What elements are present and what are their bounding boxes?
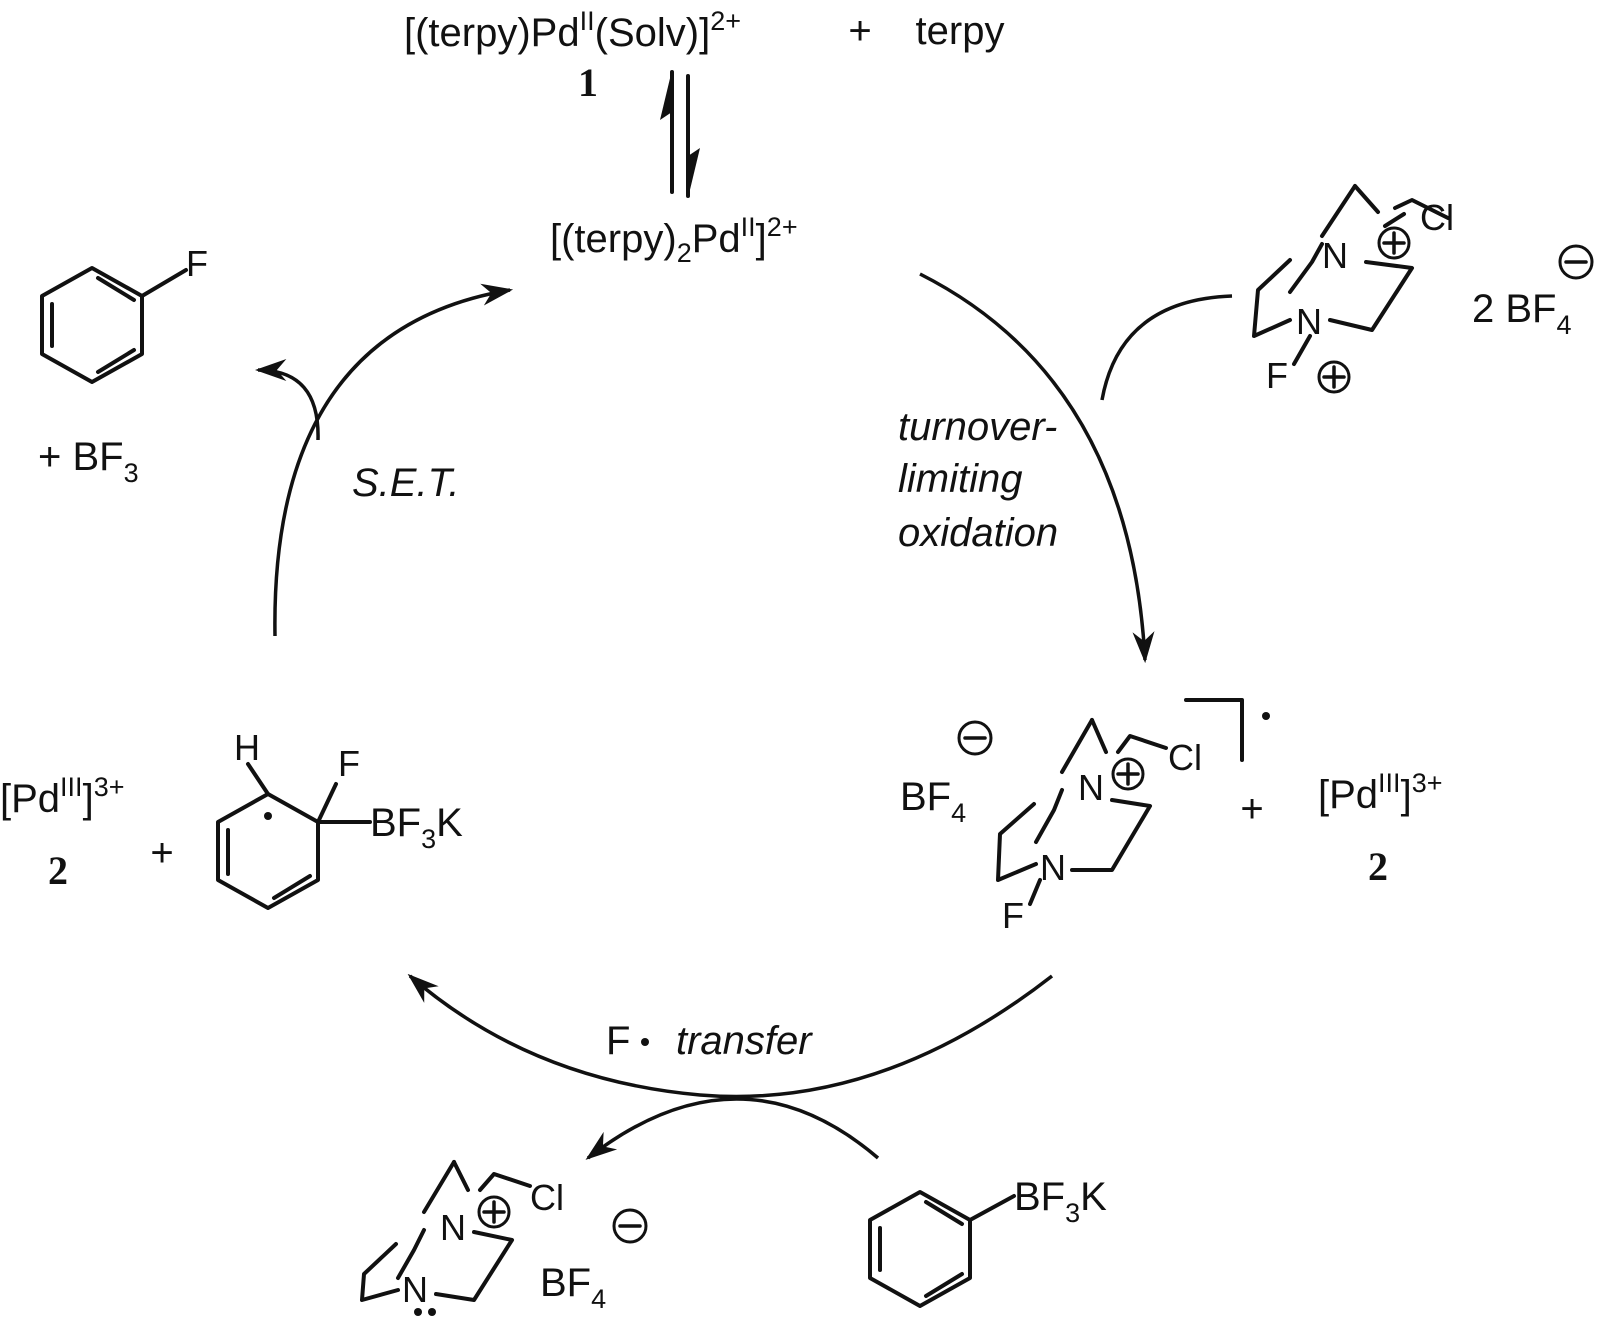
svg-text:F: F [1002, 895, 1024, 936]
compound-number-2-left: 2 [48, 848, 68, 893]
lone-pair-dot [428, 1308, 436, 1316]
svg-text:Cl: Cl [1420, 197, 1454, 238]
cyclohexadienyl-radical-structure: H F BF3K [216, 727, 463, 910]
bf3-byproduct-label: + BF3 [38, 435, 139, 488]
svg-text:[PdIII]3+: [PdIII]3+ [0, 772, 124, 821]
set-step-label: S.E.T. [352, 461, 459, 505]
lone-pair-dot [414, 1308, 422, 1316]
svg-text:F: F [186, 243, 208, 284]
radical-bracket [1184, 698, 1244, 762]
fluorobenzene-release-arc [254, 358, 320, 441]
top-plus: + [848, 9, 871, 53]
free-terpy-label: terpy [916, 9, 1005, 53]
svg-text:turnover-: turnover- [898, 405, 1057, 449]
right-plus: + [1240, 787, 1263, 831]
selectfluor-counterion: 2 BF4 [1472, 244, 1594, 340]
svg-text:Cl: Cl [1168, 737, 1202, 778]
svg-text:Cl: Cl [530, 1177, 564, 1218]
svg-text:oxidation: oxidation [898, 511, 1058, 555]
fluorine-transfer-label: F transfer [606, 1019, 813, 1063]
selectfluor-structure: N N F Cl [1252, 184, 1454, 396]
svg-text:[(terpy)PdII(Solv)]2+: [(terpy)PdII(Solv)]2+ [404, 6, 741, 55]
set-arc [273, 283, 514, 637]
svg-text:2 BF4: 2 BF4 [1472, 287, 1572, 340]
svg-text:N: N [1078, 767, 1104, 808]
pd-iii-label-right: [PdIII]3+ [1318, 768, 1442, 817]
svg-text:BF3K: BF3K [1014, 1175, 1107, 1228]
svg-text:+ BF3: + BF3 [38, 435, 139, 488]
complex-1-label: [(terpy)PdII(Solv)]2+ [404, 6, 741, 55]
compound-number-1: 1 [578, 60, 598, 105]
pd-iii-label-left: [PdIII]3+ [0, 772, 124, 821]
bottom-exchange-arc [585, 1097, 880, 1160]
phenyltrifluoroborate-structure: BF3K [868, 1175, 1107, 1308]
svg-text:H: H [234, 727, 260, 768]
compound-number-2-right: 2 [1368, 844, 1388, 889]
bis-terpy-complex-label: [(terpy)2PdII]2+ [550, 212, 798, 268]
teda-cation-structure: N N Cl [360, 1160, 564, 1316]
svg-text:N: N [1322, 235, 1348, 276]
oxidation-step-label: turnover- limiting oxidation [898, 405, 1058, 555]
equilibrium-arrows [660, 70, 700, 198]
svg-text:[(terpy)2PdII]2+: [(terpy)2PdII]2+ [550, 212, 798, 268]
left-plus: + [150, 831, 173, 875]
radical-dot [1262, 712, 1270, 720]
svg-text:BF4: BF4 [900, 775, 966, 828]
svg-text:N: N [440, 1207, 466, 1248]
bf4-counterion-bottom: BF4 [540, 1208, 648, 1314]
svg-text:N: N [1040, 847, 1066, 888]
radical-dot [264, 812, 272, 820]
svg-text:N: N [402, 1269, 428, 1310]
bf4-counterion-right: BF4 [900, 720, 993, 828]
selectfluor-incoming-arc [1100, 294, 1233, 401]
svg-text:N: N [1296, 301, 1322, 342]
fluorine-transfer-arc [407, 973, 1054, 1099]
svg-text:F: F [338, 743, 360, 784]
svg-text:F: F [1266, 355, 1288, 396]
fluorobenzene-structure: F [40, 243, 208, 384]
svg-text:F: F [606, 1019, 630, 1063]
svg-text:transfer: transfer [676, 1019, 813, 1063]
svg-text:limiting: limiting [898, 457, 1022, 501]
oxidation-arc [919, 272, 1155, 664]
svg-text:BF4: BF4 [540, 1261, 606, 1314]
svg-text:BF3K: BF3K [370, 801, 463, 854]
radical-dication-structure: N N F Cl [996, 698, 1270, 936]
svg-text:[PdIII]3+: [PdIII]3+ [1318, 768, 1442, 817]
